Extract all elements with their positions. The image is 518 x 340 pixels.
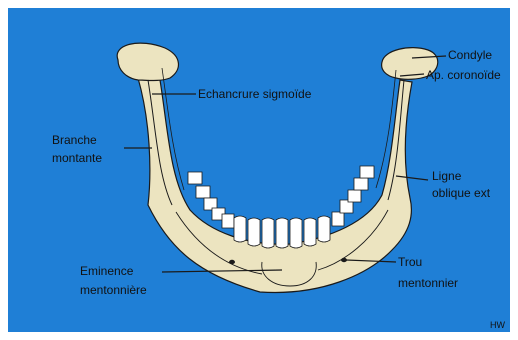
tooth (248, 218, 260, 246)
tooth (234, 216, 246, 242)
label-foramen-line1: Trou (398, 255, 422, 269)
tooth (354, 178, 368, 190)
label-eminence-line2: mentonnière (80, 283, 147, 297)
tooth (222, 214, 234, 228)
tooth (290, 218, 302, 248)
tooth (276, 218, 288, 248)
label-oblique-line2: oblique ext (432, 186, 491, 200)
tooth (318, 216, 330, 242)
label-eminence-line1: Eminence (80, 264, 134, 278)
tooth (304, 218, 316, 246)
label-oblique-line1: Ligne (432, 169, 462, 183)
label-ramus-line2: montante (52, 151, 102, 165)
tooth (188, 172, 202, 184)
tooth (360, 166, 374, 178)
tooth (196, 186, 210, 198)
label-foramen-line2: mentonnier (398, 276, 458, 290)
label-ramus-line1: Branche (52, 133, 97, 147)
label-condyle: Condyle (448, 48, 492, 62)
label-coronoid: Ap. coronoïde (426, 68, 501, 82)
credit-text: HW (490, 320, 505, 330)
tooth (332, 212, 344, 226)
tooth (262, 218, 274, 248)
tooth (348, 190, 361, 202)
label-sigmoid-notch: Echancrure sigmoïde (198, 87, 312, 101)
left-mental-foramen (229, 260, 235, 264)
